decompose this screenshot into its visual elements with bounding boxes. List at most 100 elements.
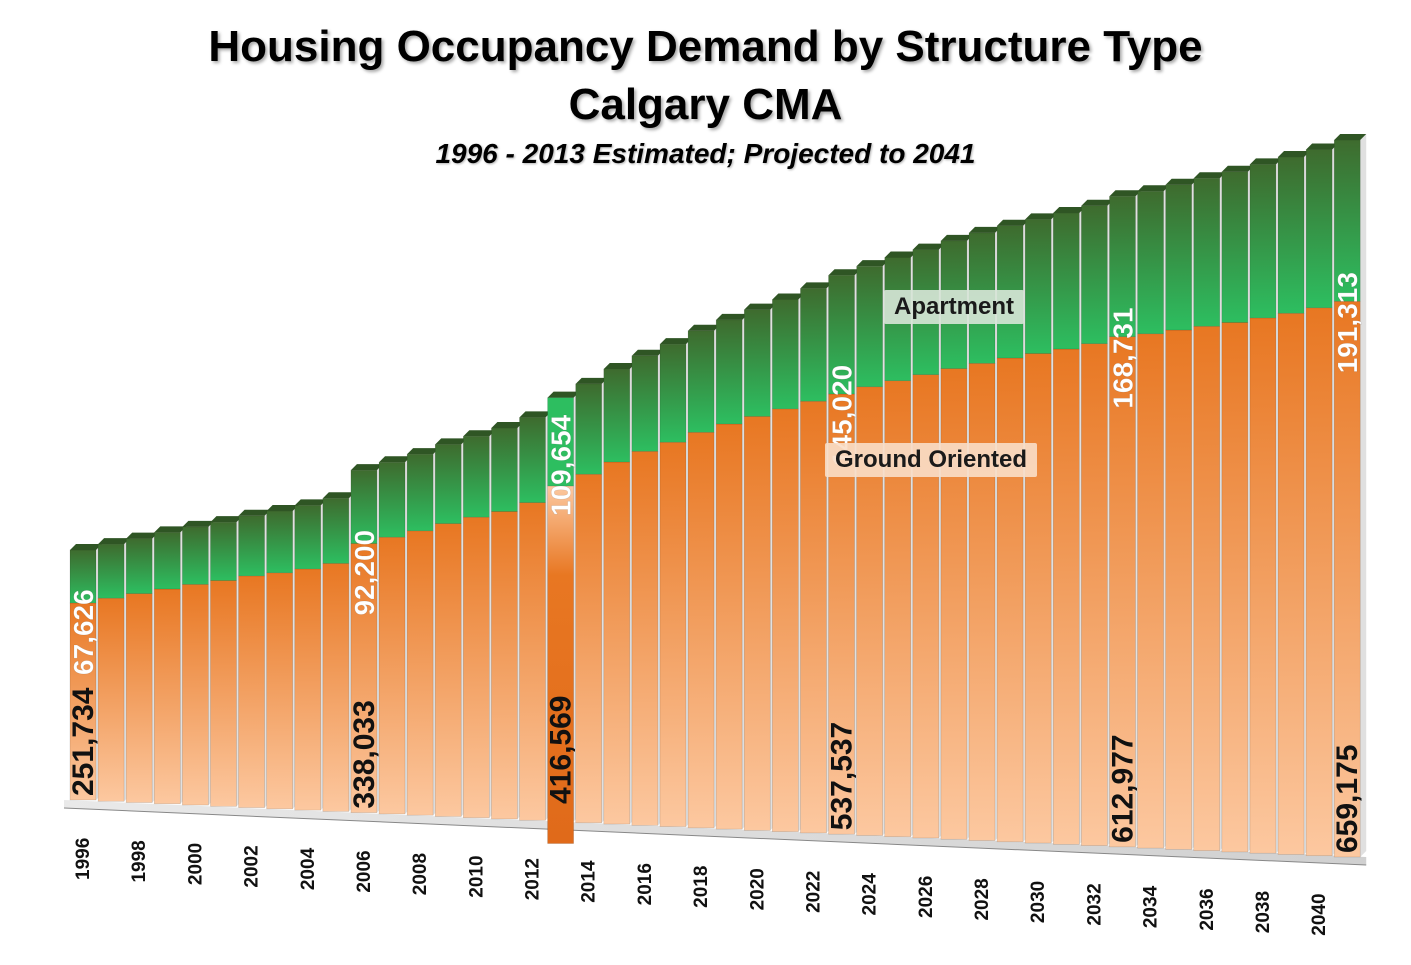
bar-group-2017 <box>659 338 692 827</box>
apartment-bar-2034 <box>1137 190 1164 335</box>
bar-top-2031 <box>1053 206 1086 213</box>
ground-bar-2016 <box>631 451 659 826</box>
bar-group-2016 <box>631 349 664 826</box>
bar-top-2008 <box>407 448 440 455</box>
ground-bar-2029 <box>996 357 1024 843</box>
apartment-bar-2004 <box>294 505 322 570</box>
bar-top-2007 <box>379 456 412 463</box>
ground-bar-2036 <box>1193 325 1221 851</box>
ground-value-label-2013: 416,569 <box>545 696 578 804</box>
ground-bar-2009 <box>434 523 462 817</box>
bar-top-2028 <box>969 226 1002 233</box>
ground-value-label-2023: 537,537 <box>826 722 859 830</box>
bar-group-2026 <box>912 243 945 839</box>
bar-top-2001 <box>210 516 243 523</box>
bar-group-2020 <box>743 303 777 831</box>
ground-bar-2031 <box>1052 348 1080 845</box>
ground-bar-2027 <box>940 368 968 840</box>
ground-bar-1996 <box>69 602 97 801</box>
x-tick-label-2006: 2006 <box>354 850 375 892</box>
ground-bar-2041 <box>1333 300 1361 858</box>
ground-bar-1999 <box>153 588 181 805</box>
apartment-bar-2010 <box>463 435 490 518</box>
bar-group-2015 <box>603 363 636 825</box>
bar-top-2016 <box>631 349 664 356</box>
bar-group-2029 <box>996 219 1030 843</box>
bar-top-2012 <box>519 411 552 418</box>
bar-top-2029 <box>997 219 1030 226</box>
x-tick-label-2014: 2014 <box>579 860 600 903</box>
apartment-bar-1998 <box>125 538 153 594</box>
x-tick-label-2012: 2012 <box>523 858 544 900</box>
bar-group-2037 <box>1221 165 1254 853</box>
apartment-value-label-2033: 168,731 <box>1107 307 1138 408</box>
apartment-bar-2009 <box>434 444 462 524</box>
apartment-value-label-2013: 109,654 <box>546 414 577 516</box>
ground-bar-2038 <box>1249 317 1277 854</box>
ground-value-label-2006: 338,033 <box>348 700 381 808</box>
ground-bar-2034 <box>1137 333 1164 849</box>
bar-top-2003 <box>266 505 299 512</box>
bar-top-1996 <box>70 544 102 550</box>
apartment-bar-2037 <box>1221 171 1249 323</box>
ground-bar-2017 <box>659 441 687 827</box>
ground-bar-1997 <box>97 597 125 802</box>
apartment-bar-2014 <box>575 383 602 475</box>
bar-group-2027 <box>940 234 973 840</box>
apartment-bar-2032 <box>1081 205 1108 344</box>
bar-group-2038 <box>1249 158 1282 854</box>
bar-top-2011 <box>491 421 524 428</box>
bar-top-1998 <box>126 532 159 539</box>
x-tick-label-2008: 2008 <box>410 853 431 895</box>
bar-top-2009 <box>435 438 468 445</box>
apartment-bar-2020 <box>743 309 771 417</box>
bar-top-2005 <box>322 492 355 499</box>
bar-top-2002 <box>238 509 271 516</box>
bar-top-2041 <box>1334 134 1367 140</box>
ground-bar-2037 <box>1221 322 1249 853</box>
bar-top-2026 <box>912 243 945 250</box>
ground-bar-2039 <box>1277 312 1305 855</box>
bar-group-2034 <box>1137 185 1170 849</box>
apartment-bar-2011 <box>491 427 518 512</box>
apartment-bar-2036 <box>1193 177 1221 327</box>
bar-top-2036 <box>1193 172 1226 179</box>
chart-subtitle: Calgary CMA <box>568 80 843 129</box>
bar-top-2032 <box>1081 199 1114 206</box>
apartment-bar-2022 <box>800 288 827 402</box>
x-tick-label-2020: 2020 <box>747 868 768 910</box>
bar-group-2021 <box>772 293 805 832</box>
bar-group-2007 <box>378 456 412 815</box>
ground-value-label-2033: 612,977 <box>1106 734 1139 842</box>
ground-bar-2019 <box>715 423 743 830</box>
bar-group-2036 <box>1193 172 1226 851</box>
ground-bar-2020 <box>743 416 771 831</box>
apartment-bar-2021 <box>772 299 799 410</box>
bar-group-2008 <box>406 448 440 816</box>
chart-subtitle-period: 1996 - 2013 Estimated; Projected to 2041 <box>435 138 976 169</box>
x-tick-label-2016: 2016 <box>635 863 656 905</box>
ground-bar-2002 <box>238 575 265 808</box>
apartment-bar-2003 <box>266 510 293 574</box>
bar-group-2003 <box>266 505 299 810</box>
x-tick-label-2022: 2022 <box>803 871 824 913</box>
x-tick-label-2040: 2040 <box>1309 893 1330 935</box>
ground-bar-2000 <box>182 584 209 806</box>
apartment-bar-1999 <box>153 532 181 590</box>
bar-group-2010 <box>463 430 496 819</box>
apartment-bar-2007 <box>378 461 406 538</box>
ground-bar-2021 <box>772 408 799 832</box>
apartment-bar-2016 <box>631 355 659 452</box>
apartment-bar-2040 <box>1305 149 1333 309</box>
bar-group-2022 <box>800 282 833 834</box>
chart-title: Housing Occupancy Demand by Structure Ty… <box>208 22 1203 71</box>
bar-side-2041 <box>1360 134 1367 857</box>
x-tick-label-2018: 2018 <box>691 866 712 908</box>
x-tick-label-2038: 2038 <box>1253 891 1274 933</box>
x-tick-label-2028: 2028 <box>972 878 993 920</box>
apartment-bar-2035 <box>1165 184 1192 331</box>
bar-group-2031 <box>1052 206 1086 845</box>
bar-group-1997 <box>97 538 131 802</box>
bar-top-2038 <box>1249 158 1282 165</box>
ground-bar-2014 <box>575 473 602 824</box>
